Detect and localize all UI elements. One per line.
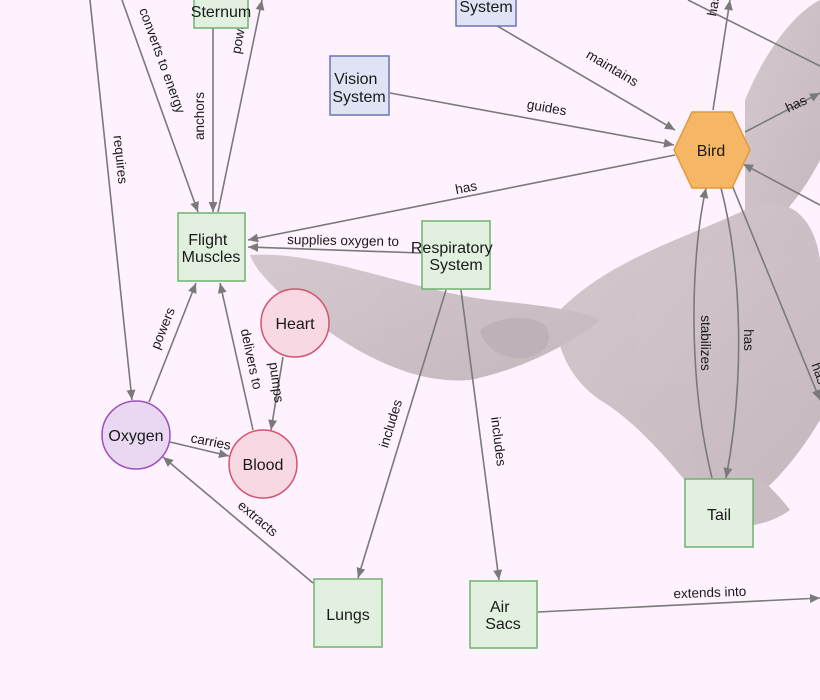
edge-label-bird-has-tail: has bbox=[741, 329, 756, 351]
node-flight-muscles-label: Flight Muscles bbox=[182, 232, 241, 266]
node-vision-system-label: Vision System bbox=[332, 71, 385, 106]
edge-label-anchors: anchors bbox=[192, 92, 207, 140]
edge-label-includes-lungs: includes bbox=[376, 398, 405, 450]
node-tail-label: Tail bbox=[707, 507, 731, 524]
edge-requires bbox=[89, 0, 136, 401]
edge-label-bird-has-bottom-right: has bbox=[808, 361, 820, 387]
hawk-right-wing bbox=[745, 0, 820, 250]
edge-supplies-oxygen-to bbox=[247, 242, 422, 254]
edge-label-guides: guides bbox=[526, 97, 568, 119]
edge-stabilizes bbox=[693, 187, 713, 479]
edge-label-includes-air-sacs: includes bbox=[488, 416, 509, 467]
hawk-left-wing bbox=[250, 254, 600, 381]
node-system-top-label: System bbox=[459, 0, 512, 16]
hawk-head bbox=[480, 318, 549, 359]
node-air-sacs[interactable]: Air Sacs bbox=[469, 580, 538, 649]
flight-label-line-2: Muscles bbox=[182, 249, 241, 266]
edge-label-requires: requires bbox=[110, 134, 130, 184]
edge-includes-lungs bbox=[356, 289, 447, 579]
node-heart[interactable]: Heart bbox=[260, 288, 330, 358]
node-blood-label: Blood bbox=[243, 457, 284, 474]
respiratory-label-line-2: System bbox=[429, 257, 482, 274]
edge-includes-air-sacs bbox=[460, 289, 503, 581]
node-bird[interactable]: Bird bbox=[673, 111, 751, 189]
edge-right-to-bird bbox=[742, 163, 820, 206]
edge-powers-top bbox=[217, 0, 265, 213]
edge-label-stabilizes: stabilizes bbox=[698, 315, 713, 371]
edge-pumps bbox=[268, 356, 284, 431]
respiratory-label-line-1: Respiratory bbox=[411, 240, 493, 257]
edge-bird-has-tail bbox=[720, 187, 740, 479]
edge-oxygen-powers bbox=[148, 282, 197, 403]
edge-label-oxygen-powers: powers bbox=[148, 305, 178, 351]
edge-bird-has-right bbox=[744, 92, 820, 133]
flight-label-line-1: Flight bbox=[188, 232, 228, 249]
edge-delivers-to bbox=[217, 282, 254, 431]
node-heart-label: Heart bbox=[275, 316, 315, 333]
edge-label-maintains: maintains bbox=[584, 47, 641, 90]
node-vision-system[interactable]: Vision System bbox=[329, 55, 390, 116]
edge-label-extends-into: extends into bbox=[673, 584, 746, 602]
air-sacs-label-line-1: Air bbox=[490, 599, 510, 616]
node-layer: Sternum System Vision System Bird bbox=[101, 0, 754, 649]
background-hawk-illustration bbox=[250, 0, 820, 527]
edge-label-pumps: pumps bbox=[266, 361, 287, 403]
edge-bird-has-top bbox=[712, 0, 733, 111]
node-blood[interactable]: Blood bbox=[228, 429, 298, 499]
edge-label-bird-has-top: has bbox=[704, 0, 723, 17]
edge-maintains bbox=[486, 19, 676, 131]
edge-label-bird-has-flight-muscles: has bbox=[454, 178, 478, 197]
edge-extends-into bbox=[537, 594, 820, 613]
node-bird-label: Bird bbox=[697, 143, 725, 160]
hawk-body bbox=[557, 203, 820, 520]
node-sternum-label: Sternum bbox=[191, 4, 251, 21]
node-oxygen-label: Oxygen bbox=[108, 428, 163, 445]
edge-guides bbox=[389, 92, 675, 148]
edge-bird-has-flight-muscles bbox=[247, 154, 676, 243]
node-respiratory-system-label: Respiratory System bbox=[411, 240, 497, 274]
edge-carries bbox=[169, 441, 230, 459]
node-air-sacs-label: Air Sacs bbox=[485, 599, 521, 633]
edge-top-right-diagonal bbox=[687, 0, 820, 67]
edge-label-carries: carries bbox=[190, 430, 233, 453]
node-tail[interactable]: Tail bbox=[684, 478, 754, 548]
node-system-top[interactable]: System bbox=[455, 0, 517, 27]
node-lungs[interactable]: Lungs bbox=[313, 578, 383, 648]
edge-bird-has-bottom-right bbox=[731, 184, 820, 401]
edge-converts-to-energy bbox=[121, 0, 199, 213]
node-lungs-label: Lungs bbox=[326, 607, 370, 624]
edge-label-extracts: extracts bbox=[235, 498, 281, 540]
air-sacs-label-line-2: Sacs bbox=[485, 616, 521, 633]
node-flight-muscles[interactable]: Flight Muscles bbox=[177, 212, 246, 282]
node-sternum[interactable]: Sternum bbox=[191, 0, 251, 29]
edge-label-supplies-oxygen-to: supplies oxygen to bbox=[287, 232, 399, 249]
edge-extracts bbox=[162, 456, 314, 584]
vision-label-line-2: System bbox=[332, 89, 385, 106]
vision-label-line-1: Vision bbox=[334, 71, 377, 88]
node-oxygen[interactable]: Oxygen bbox=[101, 400, 171, 470]
node-respiratory-system[interactable]: Respiratory System bbox=[411, 220, 497, 290]
